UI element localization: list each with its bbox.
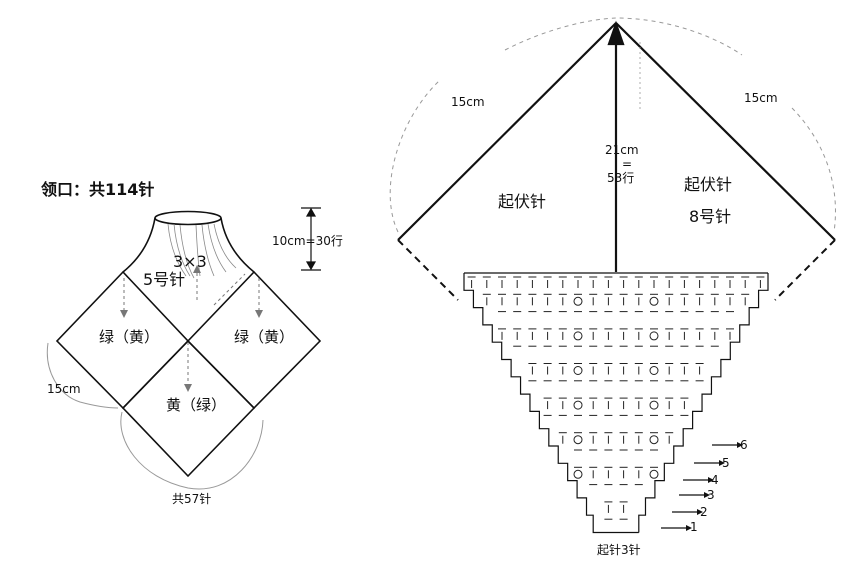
stitch-chart-symbols [467,276,765,520]
row-arrow-head-2 [697,509,703,515]
dashed-connectors [397,239,836,301]
needle-size-left: 5号针 [143,270,186,289]
yarn-over-symbol [649,331,659,341]
right-triangle [397,22,836,241]
center-height-label: 21cm [605,143,639,157]
row-number-2: 2 [700,505,708,519]
chart-outline-right [638,273,769,533]
right-stitch-label: 起伏针 [684,175,733,194]
neck-side-right [220,217,255,273]
height-dimension [301,207,321,271]
right-edge-label: 15cm [744,91,778,105]
yarn-over-symbol [649,469,659,479]
row-arrow-head-1 [686,525,692,531]
arrow-heads-left [120,265,263,392]
row-number-4: 4 [711,473,719,487]
yarn-over-symbol [573,400,583,410]
yarn-over-symbol [649,435,659,445]
side-width-label: 15cm [47,382,81,396]
row-arrow-head-6 [737,442,743,448]
left-edge-label: 15cm [451,95,485,109]
panel-bottom-diamond [121,339,256,478]
row-number-1: 1 [690,520,698,534]
panel-bottom-label: 黄（绿） [166,396,227,414]
rib-label: 3×3 [173,252,207,271]
row-arrow-head-3 [704,492,710,498]
yarn-over-symbol [649,400,659,410]
row-arrow-head-4 [708,477,714,483]
yarn-over-symbol [573,469,583,479]
row-arrow-head-5 [719,460,725,466]
right-needle-label: 8号针 [689,207,732,226]
row-arrows [661,442,743,531]
center-axis [607,20,625,272]
direction-arrows [123,272,260,384]
yarn-over-symbol [573,296,583,306]
measure-arcs-left [46,342,264,490]
row-number-3: 3 [707,488,715,502]
yarn-over-symbol [573,331,583,341]
yarn-over-symbol [649,296,659,306]
left-shawl [55,210,322,478]
row-number-6: 6 [740,438,748,452]
bottom-stitch-count: 共57针 [172,492,212,506]
neckline-title: 领口：共114针 [41,180,155,199]
chart-outline-left [463,273,639,534]
row-number-5: 5 [722,456,730,470]
cast-on-label: 起针3针 [597,543,641,557]
panel-top-right-label: 绿（黄） [234,328,295,346]
neck-side-left [122,217,156,273]
yarn-over-symbol [649,366,659,375]
measure-arcs-right [389,17,836,233]
panel-top-left-label: 绿（黄） [99,328,160,346]
left-stitch-label: 起伏针 [498,192,547,211]
stitch-chart-grid [463,272,769,534]
neck-opening [154,210,222,226]
yarn-over-symbol [573,435,583,445]
height-dimension-label: 10cm=30行 [272,234,343,248]
center-equals-label: = [622,157,633,171]
center-rows-label: 53行 [607,171,635,185]
yarn-over-symbol [573,366,583,375]
